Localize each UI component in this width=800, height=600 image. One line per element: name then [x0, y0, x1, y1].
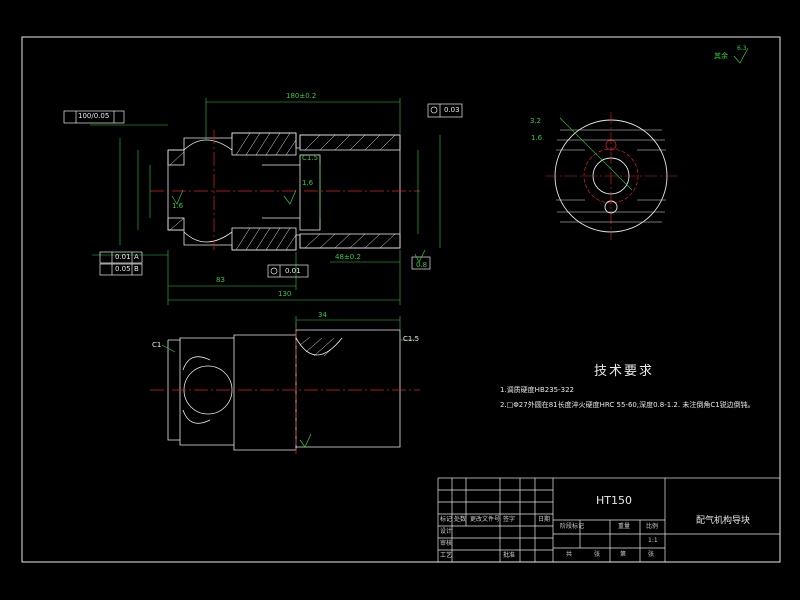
tol-pos-001: 0.01 [285, 267, 301, 275]
tb-weight: 重量 [618, 523, 631, 530]
title-block [437, 477, 781, 563]
roughness-symbols [171, 47, 749, 448]
tb-mark: 标记 [440, 516, 453, 523]
dim-48: 48±0.2 [335, 253, 361, 261]
datum-a: A [134, 253, 139, 261]
roughness-other-label: 其余 [714, 52, 728, 60]
tb-page: 第 [620, 551, 627, 558]
tb-page-of: 张 [648, 551, 655, 558]
tb-scale-value: 1:1 [648, 537, 658, 544]
tol-001: 0.01 [115, 253, 131, 261]
tb-scale: 比例 [646, 523, 659, 530]
label-c1: C1 [152, 341, 162, 349]
side-view-circle [545, 112, 677, 240]
perp-tolerance: 100/0.05 [78, 112, 110, 120]
tech-req-title: 技术要求 [594, 364, 655, 379]
top-view-dims [161, 316, 415, 353]
rough-16-b: 1.6 [302, 179, 314, 187]
tol-upper-right: 0.03 [444, 106, 460, 114]
dimension-lines [90, 98, 441, 305]
rough-08: 0.8 [416, 261, 428, 269]
tb-stage: 阶段标记 [560, 523, 585, 530]
label-c1-5: C1.5 [403, 335, 420, 343]
dim-total: 130 [278, 290, 292, 298]
tb-check: 审核 [440, 540, 453, 547]
tb-doc: 更改文件号 [470, 516, 501, 523]
roughness-other-value: 6.3 [737, 45, 747, 52]
tb-count: 处数 [454, 516, 467, 523]
tb-process: 工艺 [440, 552, 453, 559]
tb-sheet-of: 张 [594, 551, 601, 558]
tol-005: 0.05 [115, 265, 131, 273]
rough-16-a: 1.6 [172, 202, 184, 210]
chamfer-c1-5: C1.5 [302, 154, 319, 162]
top-view-hatch [299, 336, 341, 357]
dim-upper-len: 180±0.2 [286, 92, 317, 100]
side-dim-r: 3.2 [530, 117, 542, 125]
dim-34: 34 [318, 311, 327, 319]
tb-date: 日期 [538, 516, 551, 523]
tb-sign: 签字 [503, 516, 516, 523]
side-rough: 1.6 [531, 134, 543, 142]
section-hatching [169, 132, 396, 251]
part-name: 配气机构导块 [696, 516, 751, 526]
tech-req-item-1: 1.调质硬度HB235-322 [500, 386, 574, 394]
tech-req-item-2: 2.□Φ27外圆在81长度淬火硬度HRC 55-60,深度0.8-1.2. 未注… [500, 401, 755, 409]
tolerance-frames [63, 103, 463, 278]
tb-sheet: 共 [566, 551, 573, 558]
datum-b: B [134, 265, 139, 273]
dim-83: 83 [216, 276, 225, 284]
tb-approve: 批准 [503, 552, 516, 559]
tb-design: 设计 [440, 528, 453, 535]
front-section-view [167, 132, 401, 251]
material-label: HT150 [596, 494, 632, 507]
drawing-border [21, 36, 781, 563]
